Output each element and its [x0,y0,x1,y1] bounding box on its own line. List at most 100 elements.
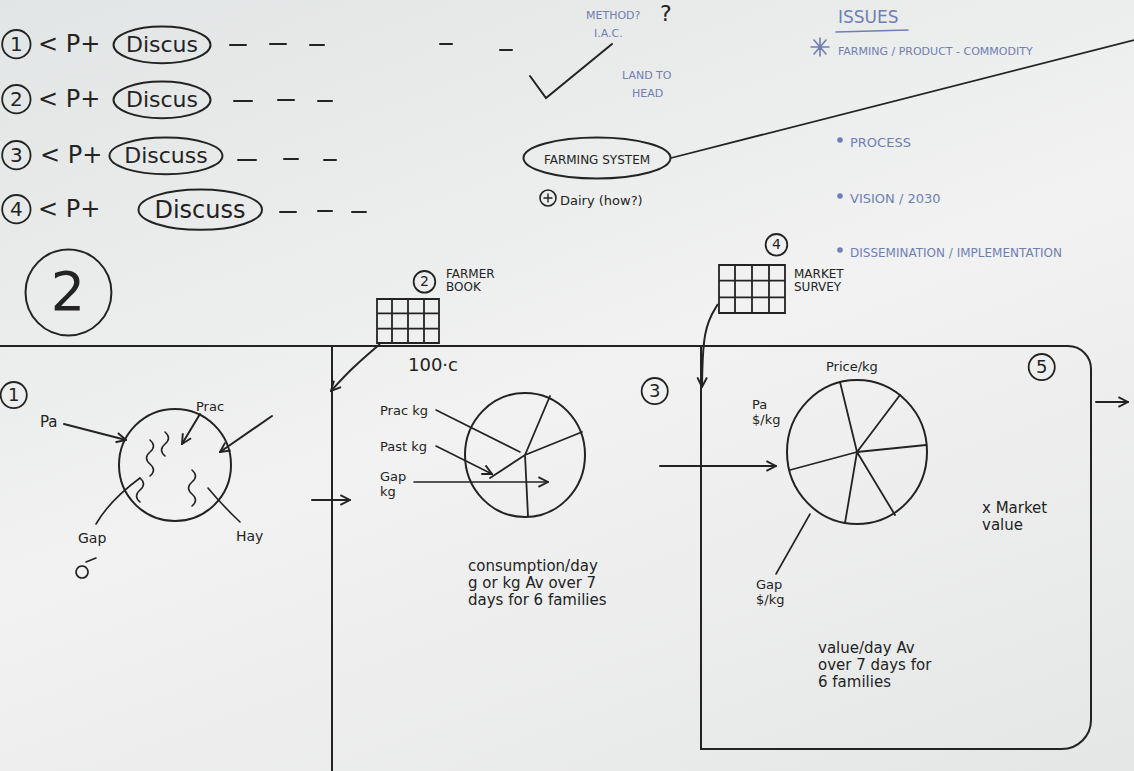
ink-outline [25,249,111,335]
leader-line [436,446,492,474]
bullet-dot [838,248,842,252]
node-text: FARMER BOOK [446,268,510,295]
number-ring [1,382,27,408]
grid-lines [377,299,439,343]
label-slot: Prac [196,396,224,415]
handwritten-note: < P+ [38,86,100,113]
label-slot: I.A.C. [594,22,623,41]
handwritten-note: Dairy (how?) [560,194,643,209]
label-slot: ISSUES [838,8,899,27]
pie-divider [790,382,926,523]
callout-number: 4 [10,198,23,220]
label-slot: 1 [10,33,23,55]
label-slot: METHOD? [586,4,640,23]
label-slot: x Market value [982,500,1052,534]
dash-marks [280,211,366,212]
text-slot: Discuss [124,144,207,169]
label-slot: Gap [78,528,106,547]
dash-marks [238,159,336,160]
flow-connector [331,344,380,391]
handwritten-note: value/day Av over 7 days for 6 families [818,640,938,690]
circled-word: Discuss [137,188,263,231]
squiggle [189,470,196,506]
big-number-ring: 2 [24,248,113,337]
label-slot: Past kg [380,436,427,455]
handwritten-note: < P+ [40,142,102,169]
label-slot: Price/kg [826,356,878,375]
handwritten-note: 100·c [408,355,458,375]
pie-divider [490,396,582,516]
pie-sketch [787,380,927,524]
text-slot: FARMER BOOK [446,268,510,295]
node-text: FARMING SYSTEM [544,154,650,167]
number-ring [766,234,788,256]
text-slot: Discus [126,88,198,113]
part-label: Pa [40,414,58,431]
text-slot: 5 [1036,357,1047,377]
label-slot: 3 [10,144,23,166]
number-ring [642,378,668,404]
label-slot: DISSEMINATION / IMPLEMENTATION [850,242,1062,261]
text-slot: MARKET SURVEY [794,268,864,295]
connectors [331,304,718,391]
node-text: 5 [1036,357,1047,377]
label-slot: 4 [10,198,23,220]
label-slot: LAND TO [622,64,671,83]
pointer-arrow [182,414,200,444]
list-item: FARMING / PRODUCT - COMMODITY [838,46,1033,58]
part-label: Past kg [380,440,427,455]
handwritten-note: x Market value [982,500,1052,534]
faint-note: LAND TO [622,70,671,82]
ink-rings [1,30,1055,408]
text-slot: Discuss [154,197,245,224]
label-slot: Pa [40,412,58,431]
label-slot: Prac kg [380,400,428,419]
number-ring [1029,354,1055,380]
pointer-arrow [220,416,272,452]
label-slot: value/day Av over 7 days for 6 families [818,640,938,691]
part-label: Gap $/kg [756,578,792,607]
sketch-circle [119,409,231,521]
text-slot: 2 [51,262,85,322]
node-text: 4 [772,237,781,253]
number-ring [2,141,30,169]
label-slot: < P+ [40,142,102,169]
squiggle [137,478,144,502]
pie-sketch [465,393,585,517]
handwritten-note: consumption/day g or kg Av over 7 days f… [468,558,608,608]
node-text: 1 [8,385,19,405]
ink-outline [138,190,261,230]
leader-line [208,488,240,522]
faint-note: HEAD [632,88,663,100]
number-ring [2,195,30,223]
flow-arrow [660,465,776,467]
circled-word: Discuss [108,136,224,176]
part-label: Gap [78,531,106,547]
part-label: Prac kg [380,404,428,419]
list-item: PROCESS [850,136,911,151]
asterisk-mark [811,38,829,56]
label-slot: Hay [236,526,263,545]
part-label: Gap kg [380,470,414,499]
leader-line [776,514,810,574]
node-text: Discus [126,88,198,113]
leader-line [414,481,548,483]
text-slot: Discus [126,33,198,58]
dash-marks [234,100,332,101]
label-slot: FARMING / PRODUCT - COMMODITY [838,40,1033,59]
question-mark: ? [660,2,672,27]
text-slot: 1 [8,385,19,405]
label-slot: 100·c [408,355,458,375]
callout-number: 1 [10,33,23,55]
label-slot: HEAD [632,82,663,101]
bullet-dot [838,194,842,198]
faint-note: I.A.C. [594,28,623,40]
squiggle [162,432,169,456]
leader-line [96,478,140,524]
grid-lines [719,265,785,313]
text-slot: 4 [772,234,781,253]
label-slot: PROCESS [850,132,911,151]
